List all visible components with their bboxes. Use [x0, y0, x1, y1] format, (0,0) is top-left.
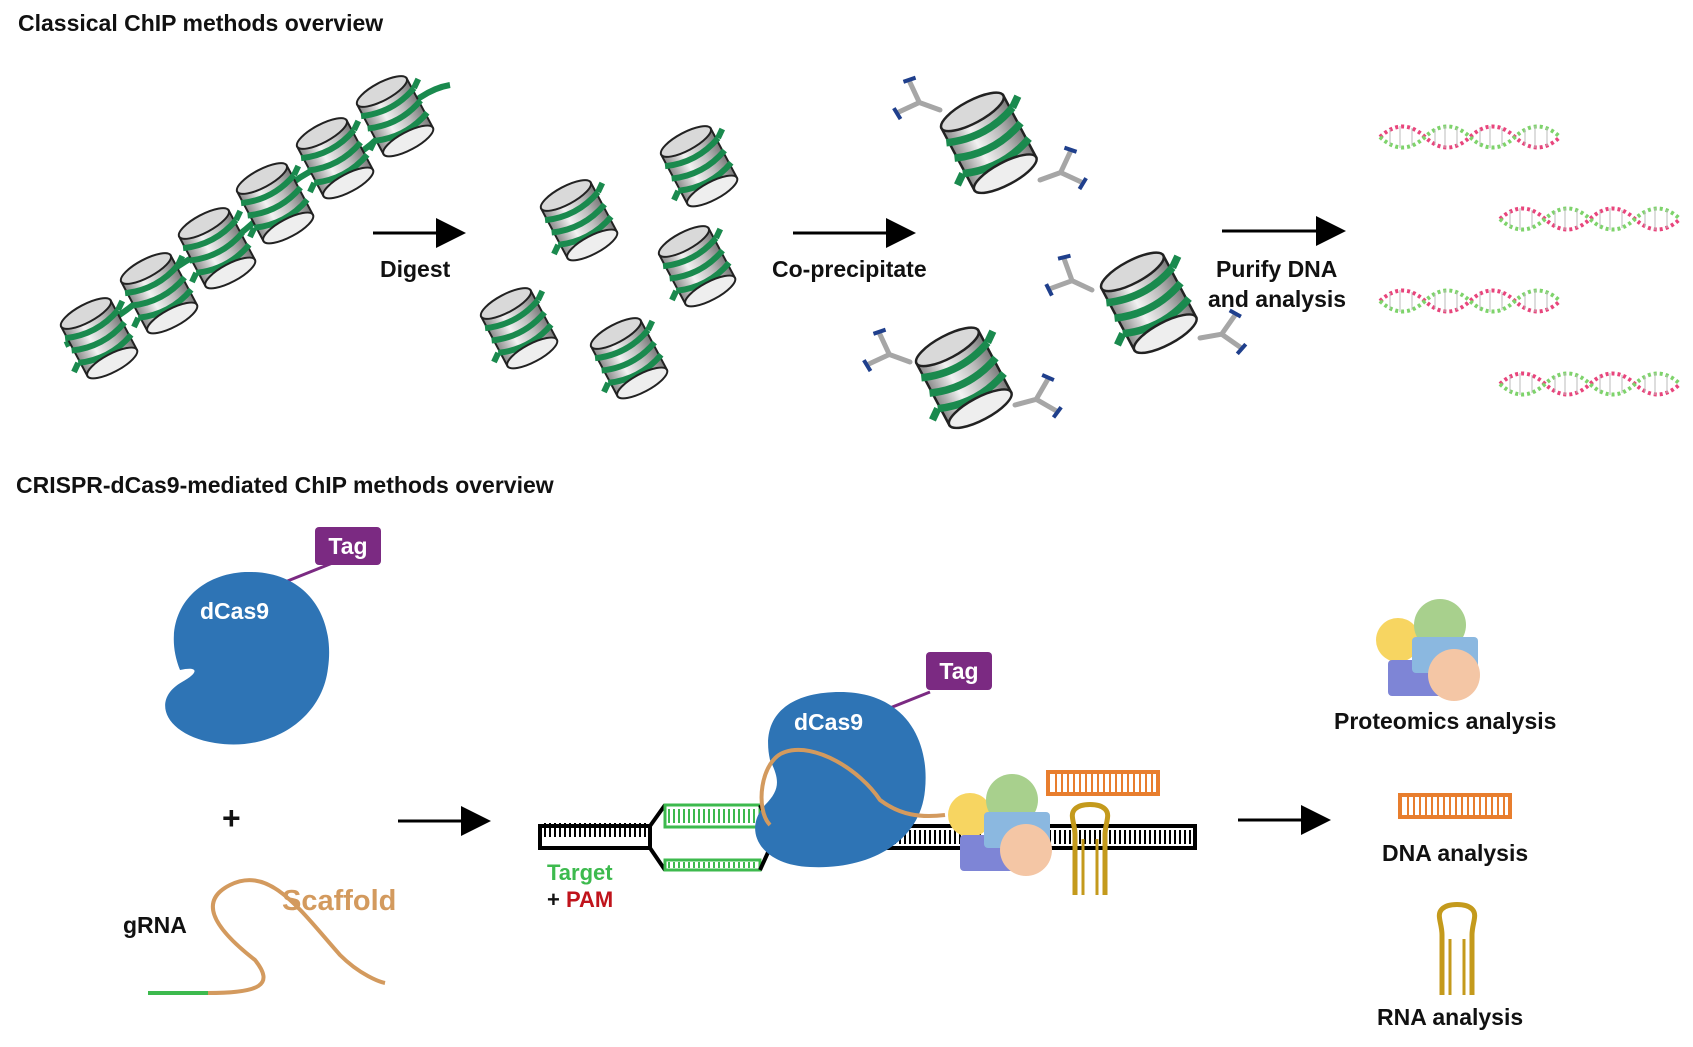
- bottom-section-title: CRISPR-dCas9-mediated ChIP methods overv…: [16, 472, 554, 498]
- dna-helix-icon: [1498, 371, 1682, 397]
- proteomics-analysis-label: Proteomics analysis: [1334, 708, 1557, 734]
- nucleosome-icon: [1085, 240, 1212, 366]
- grna-molecule: [148, 878, 386, 995]
- pam-prefix: +: [547, 887, 560, 912]
- dcas9-shape: [755, 692, 926, 868]
- antibody-icon: [1196, 309, 1247, 360]
- nucleosome-icon: [646, 216, 748, 317]
- target-label: Target: [547, 860, 613, 885]
- dna-helix-icon: [1498, 206, 1682, 232]
- nucleosome-icon: [648, 116, 750, 217]
- grna-label: gRNA: [123, 912, 187, 938]
- antibody-icon: [1032, 144, 1088, 200]
- free-dcas9: [165, 558, 341, 745]
- purified-dna: [1378, 124, 1682, 397]
- rna-analysis-label: RNA analysis: [1377, 1004, 1524, 1030]
- plus-sign: +: [222, 800, 241, 836]
- protein-complex-icon: [1376, 599, 1480, 701]
- dna-helix-icon: [1378, 288, 1562, 314]
- nucleosome-icon: [528, 170, 630, 271]
- dna-fragment-icon: [1046, 770, 1160, 796]
- dna-fragment-icon: [1398, 793, 1512, 819]
- step-purify-label-line1: Purify DNA: [1216, 256, 1338, 282]
- nucleosome-icon: [578, 308, 680, 409]
- antibody-icon: [1009, 372, 1063, 426]
- dna-helix-icon: [1378, 124, 1562, 150]
- step-digest-label: Digest: [380, 256, 451, 282]
- protein-complex-icon: [948, 774, 1052, 876]
- top-section-title: Classical ChIP methods overview: [18, 10, 384, 36]
- nucleosome-icon: [925, 80, 1052, 206]
- digested-nucleosomes: [468, 116, 750, 409]
- rna-hairpin-icon: [1439, 905, 1474, 996]
- step-purify-label-line2: and analysis: [1208, 286, 1347, 312]
- chromatin-fiber: [48, 66, 451, 389]
- step-co-precipitate-label: Co-precipitate: [772, 256, 927, 282]
- antibody-icon: [861, 326, 917, 382]
- pam-label: PAM: [565, 887, 614, 912]
- dcas9-shape: [165, 571, 330, 745]
- tag-label-bound: Tag: [926, 652, 992, 690]
- dna-analysis-label: DNA analysis: [1382, 840, 1529, 866]
- pam-label-row: + PAM: [547, 887, 613, 913]
- nucleosome-icon: [468, 278, 570, 379]
- tag-label: Tag: [315, 527, 381, 565]
- bound-dcas9: [755, 690, 946, 868]
- dcas9-label: dCas9: [200, 598, 270, 624]
- antibody-icon: [1043, 251, 1101, 309]
- scaffold-label: Scaffold: [282, 885, 397, 917]
- antibody-icon: [891, 74, 947, 130]
- dcas9-label-bound: dCas9: [794, 709, 864, 735]
- nucleosome-icon: [900, 315, 1027, 441]
